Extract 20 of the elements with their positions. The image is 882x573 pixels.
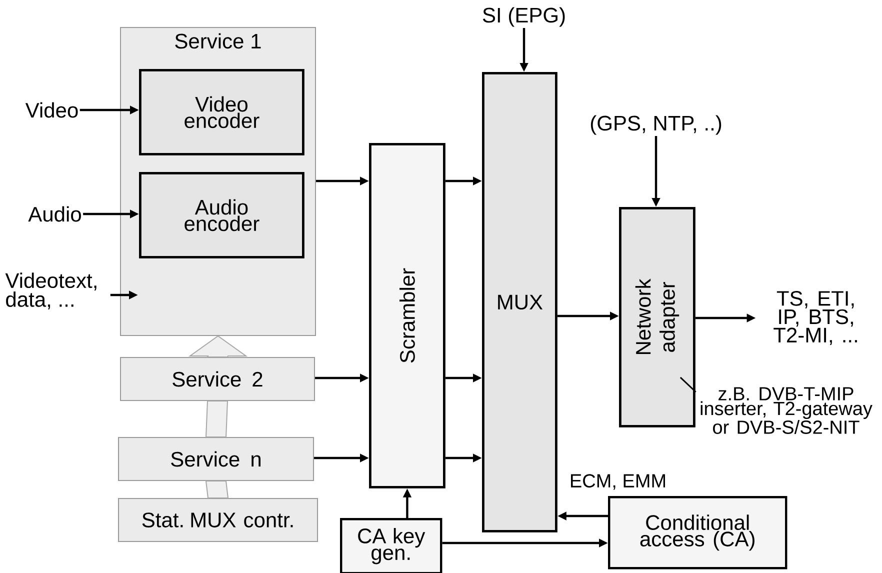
hollow-arrow bbox=[188, 335, 248, 358]
mux-box: MUX bbox=[482, 72, 558, 532]
edge-label: ECM, EMM bbox=[568, 473, 668, 491]
adapter-box: Network adapter bbox=[619, 207, 696, 428]
output-label: TS, ETI, IP, BTS, T2-MI, ... bbox=[774, 290, 857, 346]
service-box: Service 2 bbox=[120, 357, 315, 401]
controller-box: Stat. MUX contr. bbox=[118, 498, 318, 542]
input-label: Video bbox=[25, 102, 78, 118]
input-label: SI (EPG) bbox=[482, 7, 565, 27]
access-box: Conditional access (CA) bbox=[608, 496, 788, 570]
input-label: Audio bbox=[28, 206, 81, 222]
service-box: Service n bbox=[118, 437, 314, 481]
note-text: z.B. DVB-T-MIP inserter, T2-gateway or DVB-S/S2-NIT bbox=[700, 387, 872, 434]
keygen-box: CA key gen. bbox=[340, 518, 442, 573]
encoder-box: Audio encoder bbox=[139, 172, 304, 258]
input-label: Videotext, data, ... bbox=[5, 272, 96, 310]
encoder-box: Video encoder bbox=[139, 69, 304, 156]
input-label: (GPS, NTP, ..) bbox=[590, 115, 722, 135]
leader-line bbox=[680, 376, 696, 393]
scrambler-box: Scrambler bbox=[369, 143, 446, 488]
